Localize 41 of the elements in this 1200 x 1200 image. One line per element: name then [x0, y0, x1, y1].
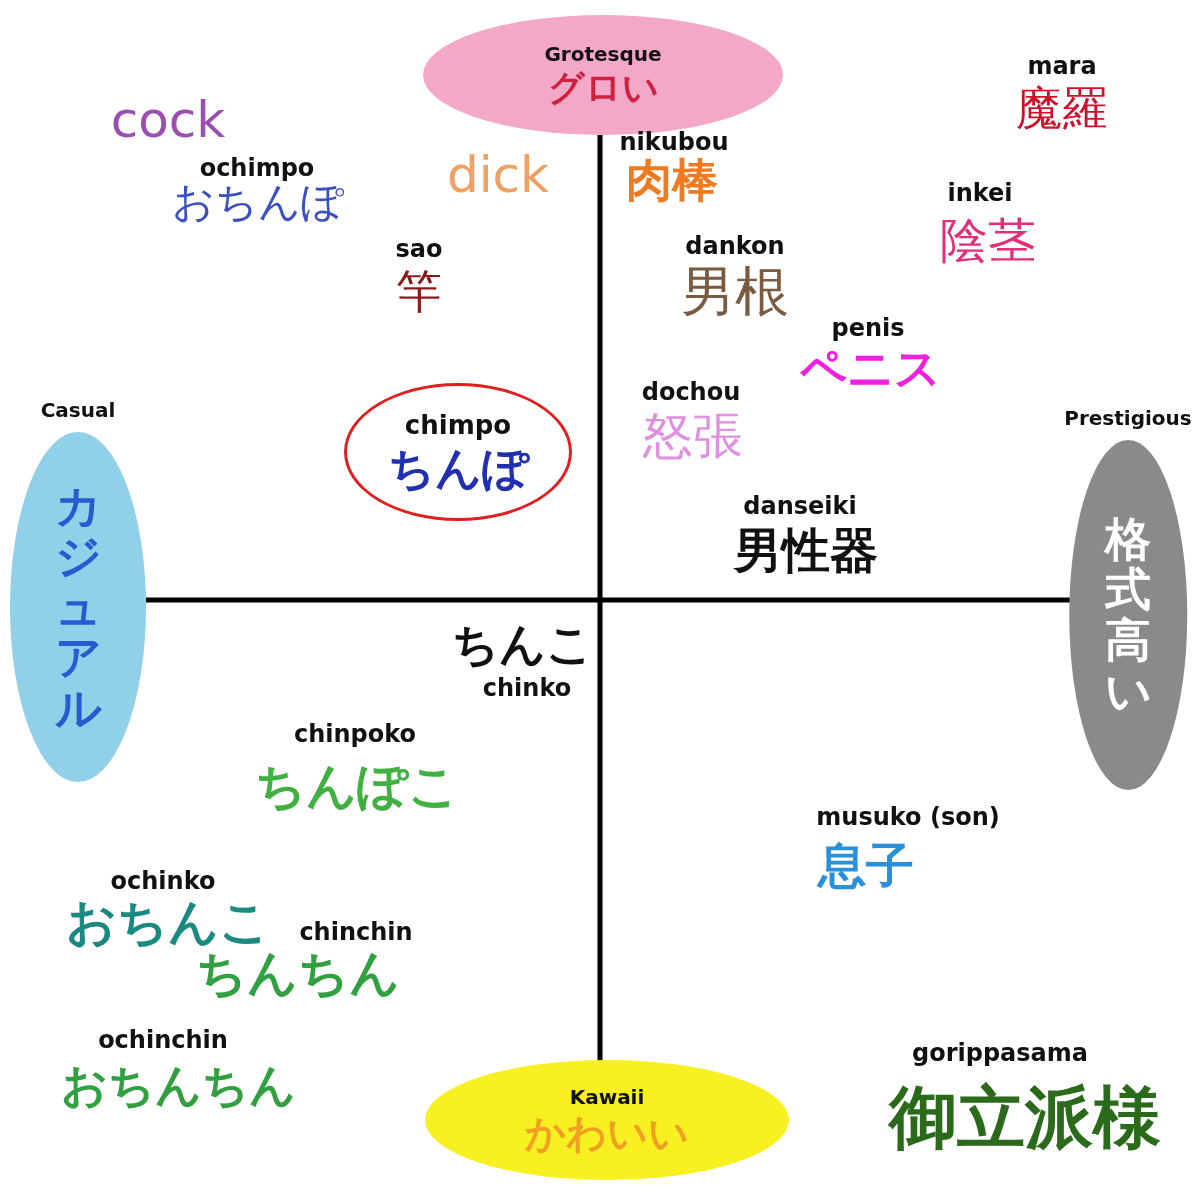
axis-label: Grotesque [544, 42, 662, 67]
romanization-label: danseiki [743, 492, 857, 520]
axis-label: Kawaii [569, 1085, 645, 1109]
romanization-label: ochimpo [199, 154, 315, 182]
term-label: おちんちん [60, 1059, 296, 1111]
romanization-label: musuko (son) [816, 803, 1000, 831]
romanization-label: ochinko [110, 867, 216, 895]
term-label: cock [110, 92, 226, 148]
romanization-label: mara [1027, 52, 1097, 80]
romanization-label: gorippasama [912, 1039, 1088, 1067]
term-label: ちんぽ [387, 443, 529, 494]
term-label: ちんこ [451, 618, 593, 670]
term-label: dick [446, 147, 550, 203]
romanization-label: chinpoko [293, 720, 417, 748]
term-label: ちんぽこ [255, 758, 459, 814]
axis-label: chimpo [404, 410, 512, 442]
term-label: 肉棒 [626, 154, 718, 206]
term-label: 格式高い [1105, 513, 1151, 717]
term-label: 御立派様 [889, 1079, 1161, 1155]
romanization-label: ochinchin [98, 1026, 228, 1054]
term-label: カジュアル [55, 480, 101, 734]
romanization-label: nikubou [619, 128, 729, 156]
romanization-label: dochou [641, 378, 741, 406]
term-label: 男根 [681, 262, 789, 322]
romanization-label: inkei [947, 179, 1013, 207]
term-label: 怒張 [643, 408, 743, 464]
axis-label: Casual [40, 398, 116, 422]
term-label: ペニス [799, 342, 941, 394]
term-label: 竿 [396, 265, 442, 317]
romanization-label: sao [395, 235, 443, 263]
term-label: 息子 [818, 838, 914, 892]
term-label: 男性器 [734, 523, 878, 577]
term-label: 魔羅 [1016, 82, 1108, 134]
term-label: かわいい [525, 1111, 689, 1155]
romanization-label: penis [831, 314, 905, 342]
axis-label: Prestigious [1064, 406, 1192, 430]
term-label: 陰茎 [940, 213, 1036, 267]
romanization-label: dankon [685, 232, 785, 260]
term-label: グロい [547, 68, 659, 108]
romanization-label: chinchin [299, 918, 413, 946]
romanization-label: chinko [482, 674, 572, 702]
